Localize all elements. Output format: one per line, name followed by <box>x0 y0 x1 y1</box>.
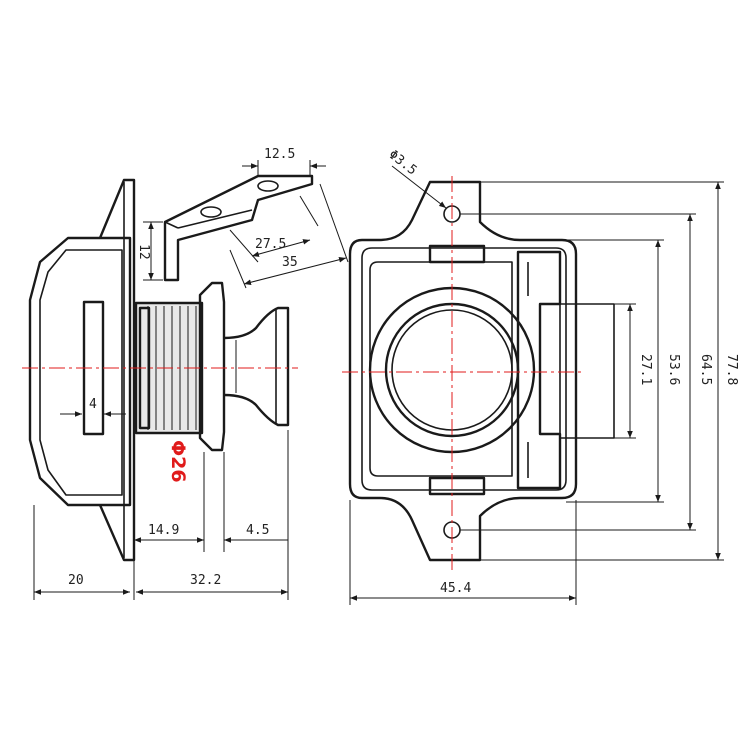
knob <box>223 306 290 427</box>
dim-bezel-diameter: Φ26 <box>167 440 189 483</box>
tab-bottom <box>428 476 486 496</box>
dim-overall-height: 77.8 <box>724 354 739 385</box>
side-latch <box>516 250 562 490</box>
front-plate <box>348 180 578 562</box>
dim-bracket-height: 12 <box>136 244 151 260</box>
dim-button-diameter: 27.1 <box>638 354 653 385</box>
bracket-view: 12.5 12 27.5 35 <box>136 147 349 289</box>
dim-bracket-length: 35 <box>282 255 298 270</box>
dim-hole-spacing: 64.5 <box>698 354 713 385</box>
flange-plate <box>98 178 136 562</box>
dim-bracket-hole-spacing: 12.5 <box>264 147 295 162</box>
dim-flange-depth: 20 <box>68 573 84 588</box>
dim-overall-width: 45.4 <box>440 581 471 596</box>
dim-bracket-inner-length: 27.5 <box>255 237 286 252</box>
dim-body-height: 53.6 <box>666 354 681 385</box>
flange-body <box>28 236 132 507</box>
dim-overall-length: 32.2 <box>190 573 221 588</box>
dim-knob-length: 4.5 <box>246 523 269 538</box>
bracket <box>163 174 314 282</box>
dim-housing-depth: 14.9 <box>148 523 179 538</box>
front-view: Φ3.5 45.4 27.1 53.6 64.5 77.8 <box>342 147 739 605</box>
bezel-ring <box>198 281 226 452</box>
side-view: 4 Φ26 14.9 4.5 20 32.2 <box>22 178 298 600</box>
tab-top <box>428 244 486 264</box>
dim-button-travel: 4 <box>89 397 97 412</box>
front-body <box>361 247 567 491</box>
